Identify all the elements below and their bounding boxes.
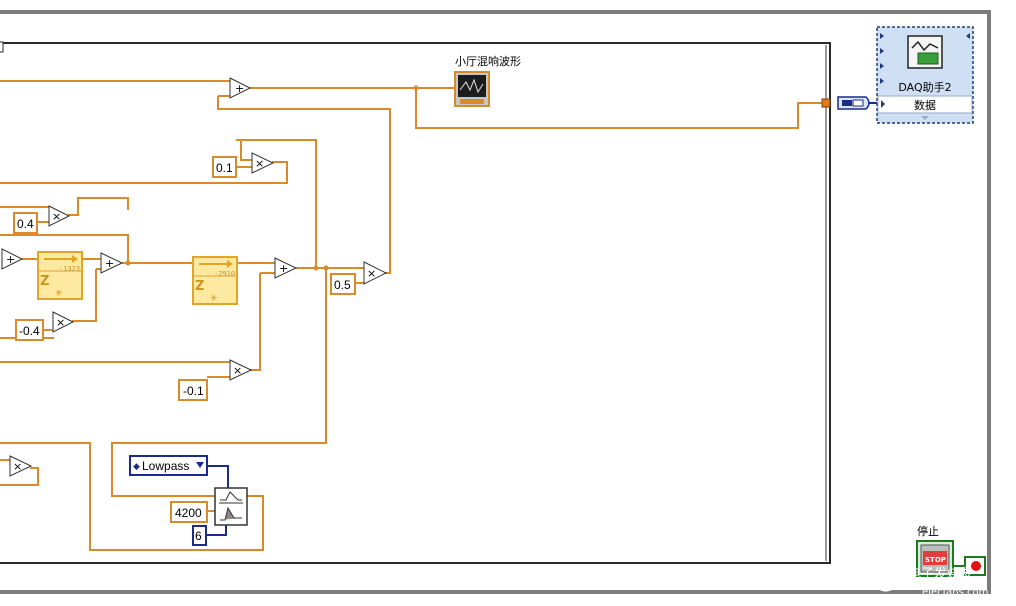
stop-button[interactable]: STOP bbox=[916, 540, 954, 577]
loop-condition-icon bbox=[964, 556, 986, 576]
svg-text:×: × bbox=[13, 460, 22, 473]
constant-minus-0.4[interactable]: -0.4 bbox=[15, 319, 44, 341]
constant-0.5[interactable]: 0.5 bbox=[330, 273, 356, 295]
stop-label: 停止 bbox=[917, 524, 939, 538]
multiply-node[interactable]: × bbox=[363, 261, 388, 285]
svg-text:elecfans.com: elecfans.com bbox=[922, 587, 988, 598]
svg-text:◆: ◆ bbox=[133, 462, 140, 472]
while-loop-frame bbox=[0, 10, 991, 594]
wire-junctions bbox=[125, 85, 419, 271]
constant-6[interactable]: 6 bbox=[192, 525, 207, 546]
loop-structure-frame bbox=[0, 42, 831, 564]
svg-text:电子发烧友: 电子发烧友 bbox=[908, 566, 973, 582]
svg-text:-0.1: -0.1 bbox=[183, 384, 204, 398]
constant-minus-0.1[interactable]: -0.1 bbox=[178, 379, 208, 401]
svg-text:Lowpass: Lowpass bbox=[142, 459, 189, 473]
daq-data-port: 数据 bbox=[914, 98, 936, 112]
svg-text:-2910: -2910 bbox=[214, 270, 235, 278]
svg-text:✳: ✳ bbox=[210, 294, 218, 304]
add-node[interactable]: + bbox=[1, 248, 24, 270]
svg-text:+: + bbox=[235, 82, 244, 95]
add-node[interactable]: + bbox=[229, 77, 252, 99]
constant-0.4[interactable]: 0.4 bbox=[13, 212, 38, 234]
filter-vi[interactable] bbox=[214, 487, 248, 526]
daq-assistant-title: DAQ助手2 bbox=[898, 80, 951, 94]
constant-4200[interactable]: 4200 bbox=[170, 501, 208, 523]
constant-0.1[interactable]: 0.1 bbox=[212, 156, 237, 178]
multiply-node[interactable]: × bbox=[251, 152, 275, 174]
add-node[interactable]: + bbox=[100, 252, 124, 274]
svg-text:-0.4: -0.4 bbox=[19, 324, 40, 338]
svg-text:+: + bbox=[105, 257, 114, 270]
waveform-label: 小厅混响波形 bbox=[455, 55, 521, 68]
svg-text:6: 6 bbox=[195, 529, 202, 543]
feedback-node[interactable]: -2910 Z ✳ bbox=[192, 256, 238, 305]
svg-text:STOP: STOP bbox=[925, 556, 946, 564]
watermark: 电子发烧友 elecfans.com bbox=[873, 554, 988, 598]
orange-wires bbox=[0, 80, 845, 551]
svg-text:×: × bbox=[52, 210, 61, 223]
feedback-node[interactable]: -1323 Z ✳ bbox=[37, 251, 83, 300]
svg-text:0.4: 0.4 bbox=[17, 217, 34, 231]
logo-icon bbox=[873, 554, 903, 592]
multiply-node[interactable]: × bbox=[48, 205, 71, 227]
add-node[interactable]: + bbox=[274, 257, 298, 279]
loop-tunnel bbox=[821, 98, 831, 108]
multiply-node[interactable]: × bbox=[52, 311, 75, 333]
svg-text:4200: 4200 bbox=[175, 506, 202, 520]
svg-text:-1323: -1323 bbox=[59, 265, 80, 273]
blue-wires bbox=[206, 465, 229, 536]
multiply-node[interactable]: × bbox=[9, 455, 33, 477]
daq-assistant[interactable]: DAQ助手2 数据 bbox=[876, 26, 974, 124]
arrow-right-icon bbox=[227, 260, 233, 268]
svg-text:+: + bbox=[279, 262, 288, 275]
svg-text:+: + bbox=[6, 253, 15, 266]
arrow-right-icon bbox=[72, 255, 78, 263]
chevron-down-icon bbox=[196, 462, 204, 468]
svg-text:Z: Z bbox=[40, 274, 49, 289]
multiply-node[interactable]: × bbox=[229, 359, 253, 381]
waveform-graph-icon[interactable] bbox=[454, 71, 490, 107]
svg-text:×: × bbox=[56, 316, 65, 329]
svg-text:0.1: 0.1 bbox=[216, 161, 233, 175]
svg-text:×: × bbox=[255, 157, 264, 170]
svg-text:×: × bbox=[367, 267, 376, 280]
svg-text:Z: Z bbox=[195, 279, 204, 294]
filter-type-enum[interactable]: ◆ Lowpass bbox=[129, 455, 208, 476]
svg-text:✳: ✳ bbox=[55, 289, 63, 299]
convert-to-dynamic-data-icon[interactable] bbox=[837, 96, 870, 110]
svg-text:0.5: 0.5 bbox=[334, 278, 351, 292]
daq-assistant-icon bbox=[907, 35, 943, 69]
svg-text:×: × bbox=[233, 364, 242, 377]
